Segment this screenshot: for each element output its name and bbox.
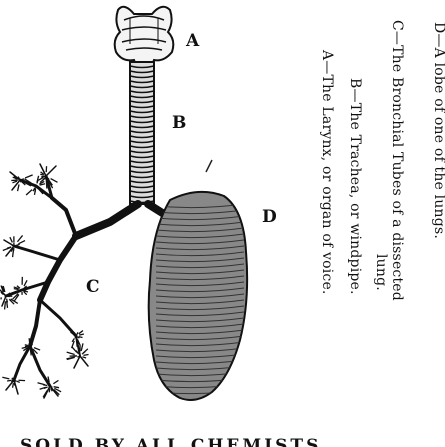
bronchiole-twig — [17, 235, 22, 241]
bronchiole-twig — [26, 190, 32, 195]
legend-line-c: C—The Bronchial Tubes of a dissected — [390, 20, 404, 301]
label-a: A — [185, 31, 200, 51]
footer-banner: SOLD BY ALL CHEMISTS — [20, 428, 380, 447]
legend-line-a: A—The Larynx, or organ of voice. — [320, 50, 334, 295]
legend-line-c-cont: lung. — [374, 254, 388, 291]
bronchiole-twig — [51, 387, 52, 388]
bronchiole-twig — [79, 334, 84, 335]
bronchiole-twig — [24, 280, 27, 286]
bronchiole-twig — [16, 381, 19, 382]
bronchiole-twig — [35, 190, 36, 195]
label-d: D — [262, 207, 277, 227]
bronchiole-twig — [18, 241, 25, 244]
bronchiole-twig — [31, 344, 32, 345]
bronchiole-twig — [66, 357, 74, 359]
bronchiole-twig — [43, 385, 47, 386]
bronchiole-twig — [79, 331, 83, 334]
bronchiole-twig — [7, 301, 8, 308]
bronchiole-twig — [33, 188, 35, 191]
bronchiole-twig — [77, 332, 78, 334]
bronchiole-twig — [30, 350, 31, 356]
bronchiole-twig — [10, 237, 12, 242]
bronchiole-twig — [22, 179, 24, 180]
bronchiole-twig — [12, 378, 13, 379]
bronchiole-twig — [7, 380, 11, 381]
bronchiole-twig — [2, 377, 9, 379]
bronchiole-twig — [24, 292, 27, 295]
stray-mark — [206, 160, 212, 172]
bronchiole-twig — [18, 184, 19, 191]
bronchiole-twig — [83, 355, 88, 356]
bronchiole-twig — [16, 244, 19, 245]
bronchiole-twig — [25, 345, 28, 346]
bronchiole-twig — [81, 343, 83, 351]
bronchiole-twig — [51, 179, 58, 183]
larynx — [115, 7, 174, 70]
bronchiole-twig — [83, 349, 88, 353]
bronchiole-twig — [14, 381, 15, 382]
bronchiole-twig — [77, 356, 79, 357]
legend-line-d: D—A lobe of one of the lungs. — [432, 22, 445, 239]
bronchiole-twig — [14, 289, 19, 290]
bronchiole-twig — [20, 181, 21, 182]
label-c: C — [86, 277, 100, 297]
label-b: B — [172, 113, 186, 133]
bronchiole-twig — [46, 181, 47, 189]
bronchiole-twig — [19, 290, 21, 291]
bronchiole-twig — [76, 340, 77, 346]
bronchiole-twig — [13, 383, 14, 388]
legend-line-b: B—The Trachea, or windpipe. — [348, 78, 362, 295]
bronchiole-twig — [67, 352, 75, 354]
footer-text: SOLD BY ALL CHEMISTS — [20, 436, 321, 447]
legend: D—A lobe of one of the lungs. C—The Bron… — [278, 0, 445, 447]
bronchiole-twig — [34, 348, 40, 350]
bronchiole-twig — [75, 337, 76, 338]
trachea — [130, 62, 154, 204]
bronchiole-twig — [14, 376, 15, 378]
bronchiole-twig — [29, 338, 30, 343]
bronchiole-twig — [12, 181, 17, 183]
bronchiole-twig — [54, 387, 59, 388]
bronchiole-twig — [13, 250, 14, 257]
bronchiole-twig — [82, 357, 86, 358]
bronchiole-twig — [25, 175, 33, 178]
bronchiole-twig — [53, 380, 58, 383]
bronchiole-twig — [43, 176, 45, 177]
lung-lobe — [149, 192, 247, 400]
bronchiole-twig — [5, 301, 6, 309]
